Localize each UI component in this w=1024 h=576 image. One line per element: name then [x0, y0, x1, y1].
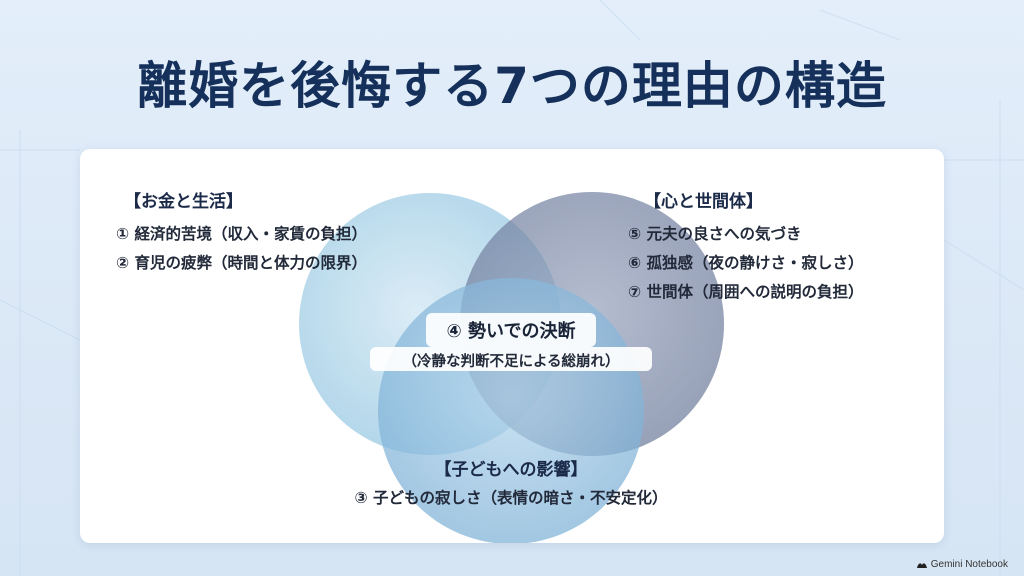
page-title: 離婚を後悔する7つの理由の構造 [137, 57, 887, 115]
center-title: ④ 勢いでの決断 [446, 321, 576, 342]
list-item-children-3: ③ 子どもの寂しさ（表情の暗さ・不安定化） [354, 489, 668, 507]
center-subtitle-backdrop [370, 347, 652, 371]
group-heading-heart: 【心と世間体】 [644, 192, 763, 212]
diagram-card: 【お金と生活】 ① 経済的苦境（収入・家賃の負担） ② 育児の疲弊（時間と体力の… [80, 149, 944, 543]
list-item-heart-5: ⑤ 元夫の良さへの気づき [628, 225, 802, 243]
list-item-money-1: ① 経済的苦境（収入・家賃の負担） [116, 225, 368, 243]
group-heading-money: 【お金と生活】 [124, 192, 243, 212]
list-item-heart-6: ⑥ 孤独感（夜の静けさ・寂しさ） [628, 254, 864, 272]
brand-label: Gemini Notebook [930, 559, 1008, 570]
group-heading-children: 【子どもへの影響】 [434, 460, 588, 480]
list-item-heart-7: ⑦ 世間体（周囲への説明の負担） [628, 283, 864, 301]
center-title-backdrop [426, 313, 596, 347]
list-item-money-2: ② 育児の疲弊（時間と体力の限界） [116, 254, 368, 272]
brand-watermark: Gemini Notebook [916, 559, 1008, 570]
center-subtitle: （冷静な判断不足による総崩れ） [402, 354, 620, 370]
notebook-logo-icon [916, 562, 927, 568]
